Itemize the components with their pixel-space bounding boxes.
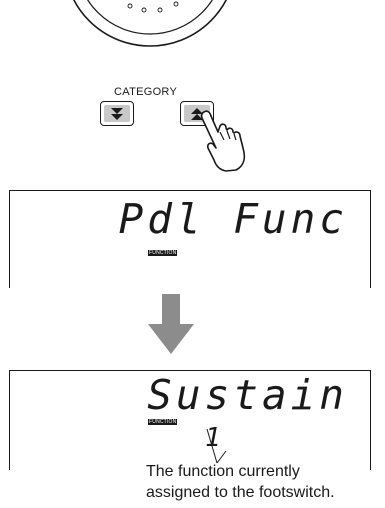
pointing-hand-icon	[200, 110, 246, 172]
double-chevron-down-icon	[104, 105, 130, 122]
lcd-display-pedal-function: Pdl Func FUNCTION	[9, 190, 371, 288]
dial[interactable]	[60, 0, 240, 50]
function-indicator: FUNCTION	[148, 419, 178, 425]
lcd-main-text: Pdl Func	[118, 195, 348, 243]
lcd-display-sustain: Sustain FUNCTION 1	[9, 370, 371, 470]
category-down-button[interactable]	[100, 101, 134, 126]
function-number: 1	[205, 423, 221, 453]
lcd-main-text: Sustain	[147, 371, 348, 419]
down-arrow-icon	[148, 294, 194, 354]
caption-line-1: The function currently	[146, 463, 300, 480]
callout-lines	[206, 428, 227, 464]
caption-line-2: assigned to the footswitch.	[146, 484, 335, 501]
function-indicator: FUNCTION	[148, 250, 178, 256]
category-label: CATEGORY	[114, 86, 178, 98]
